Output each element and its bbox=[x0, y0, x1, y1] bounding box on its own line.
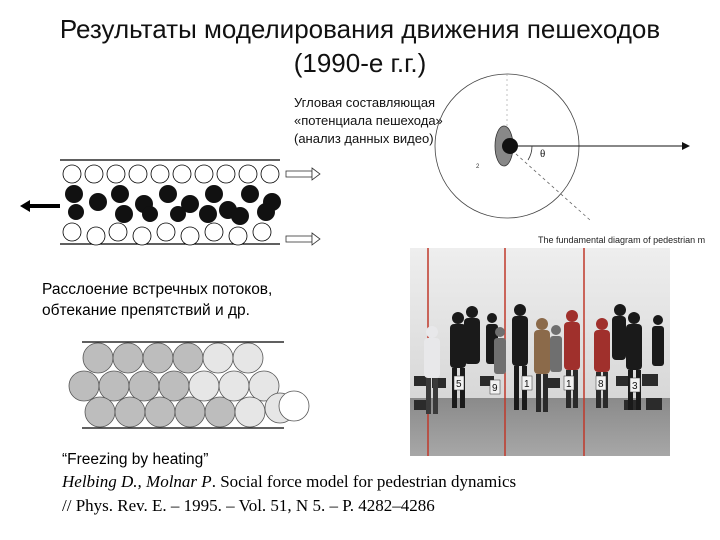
dashed-ray bbox=[506, 145, 591, 221]
counterflow-lanes-diagram bbox=[20, 159, 321, 246]
right-flow-arrow-bottom bbox=[285, 232, 321, 246]
slide-title: Результаты моделирования движения пешехо… bbox=[0, 12, 720, 80]
theta-symbol: θ bbox=[540, 148, 545, 160]
chairs-row bbox=[414, 374, 662, 410]
top-row-white-pedestrians bbox=[62, 164, 280, 184]
photo-caption: The fundamental diagram of pedestrian m bbox=[538, 235, 706, 245]
gray-discs bbox=[68, 342, 236, 428]
pedestrian-experiment-photo: 5 9 1 1 8 3 bbox=[410, 248, 670, 456]
angular-label-line-3: (анализ данных видео) bbox=[294, 131, 434, 146]
reference-title: . Social force model for pedestrian dyna… bbox=[211, 472, 517, 491]
right-flow-arrow-top bbox=[285, 167, 321, 181]
placard-number-1: 5 bbox=[456, 379, 462, 390]
placard-number-6: 3 bbox=[632, 381, 638, 392]
angular-label-line-1: Угловая составляющая bbox=[294, 95, 436, 110]
pedestrian-dot bbox=[502, 138, 518, 154]
title-line-2: (1990-е г.г.) bbox=[293, 48, 427, 78]
number-placards: 5 9 1 1 8 3 bbox=[453, 375, 641, 395]
lane-label-line-2: обтекание препятствий и др. bbox=[42, 302, 250, 319]
placard-number-5: 8 bbox=[598, 379, 604, 390]
pedestrian-potential-diagram: θ 2 bbox=[434, 73, 690, 221]
lane-label-line-1: Расслоение встречных потоков, bbox=[42, 281, 273, 298]
freezing-by-heating-label: “Freezing by heating” bbox=[62, 451, 209, 468]
reference-authors: Helbing D., Molnar P bbox=[62, 472, 212, 491]
dark-pedestrians bbox=[65, 185, 281, 225]
small-mark-label: 2 bbox=[476, 164, 480, 170]
left-flow-arrow-head bbox=[20, 200, 30, 212]
bottom-row-white-pedestrians bbox=[62, 222, 272, 246]
reference-citation: Helbing D., Molnar P. Social force model… bbox=[62, 470, 516, 518]
placard-number-2: 9 bbox=[492, 383, 498, 394]
angular-component-label: Угловая составляющая «потенциала пешеход… bbox=[294, 94, 443, 148]
direction-arrow-head bbox=[682, 142, 690, 150]
angular-label-line-2: «потенциала пешехода» bbox=[294, 113, 443, 128]
reference-line-2: // Phys. Rev. E. – 1995. – Vol. 51, N 5.… bbox=[62, 496, 435, 515]
people-silhouettes bbox=[424, 304, 664, 414]
placard-number-3: 1 bbox=[524, 379, 530, 390]
lane-formation-label: Расслоение встречных потоков, обтекание … bbox=[42, 279, 272, 321]
theta-arc bbox=[527, 145, 533, 161]
freezing-by-heating-diagram bbox=[68, 341, 310, 429]
white-disc bbox=[278, 390, 310, 422]
reference-line-1: Helbing D., Molnar P. Social force model… bbox=[62, 470, 516, 494]
title-line-1: Результаты моделирования движения пешехо… bbox=[59, 14, 661, 44]
placard-number-4: 1 bbox=[566, 379, 572, 390]
